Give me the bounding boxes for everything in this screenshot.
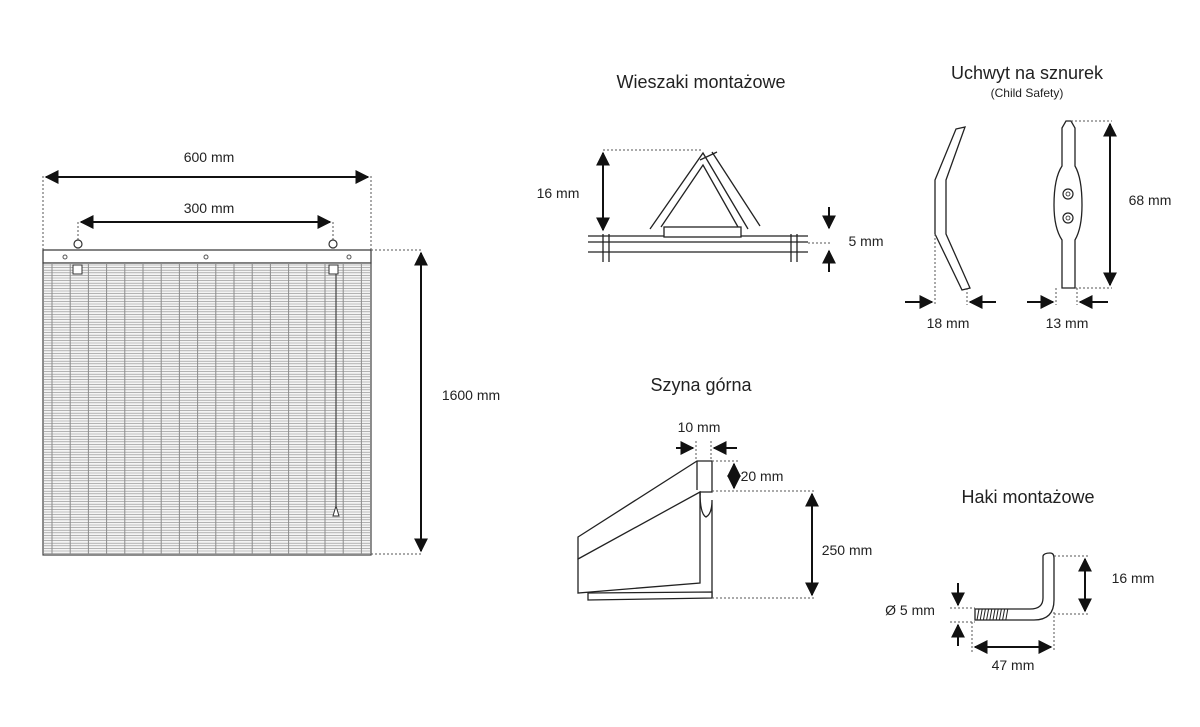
- head-rail-screw-right: [346, 254, 352, 260]
- head-rail: [42, 249, 372, 264]
- top-rail-fold: [699, 491, 713, 598]
- thread-line: [989, 608, 993, 621]
- thread-line: [979, 608, 983, 621]
- rail-thickness-label: 5 mm: [849, 233, 884, 249]
- hook-diameter-label: Ø 5 mm: [885, 602, 935, 618]
- thread-line: [1005, 608, 1009, 621]
- blind-height-label: 1600 mm: [442, 387, 500, 403]
- cleat-screw-hole-bottom-inner: [1065, 215, 1071, 221]
- hanger-triangle-top: [699, 151, 718, 161]
- slat-lines: [44, 264, 370, 554]
- cleat-height-label: 68 mm: [1129, 192, 1172, 208]
- cleat-title: Uchwyt na sznurek: [951, 63, 1104, 83]
- top-rail-lip-height-label: 20 mm: [741, 468, 784, 484]
- cleat-screw-hole-top: [1062, 188, 1074, 200]
- thread-line: [986, 608, 990, 621]
- thread-line: [1002, 608, 1006, 621]
- top-rail-front-face: [577, 490, 701, 594]
- hook-spacing-label: 300 mm: [184, 200, 235, 216]
- cleat-screw-hole-top-inner: [1065, 191, 1071, 197]
- thread-line: [998, 608, 1002, 621]
- head-rail-screw-left: [62, 254, 68, 260]
- hanger-height-label: 16 mm: [537, 185, 580, 201]
- thread-line: [976, 608, 980, 621]
- top-rail-drawing: Szyna górna 10 mm 20 mm 250 mm: [577, 375, 873, 601]
- thread-line: [995, 608, 999, 621]
- cord-lock-right: [328, 264, 339, 275]
- top-rail-title: Szyna górna: [650, 375, 752, 395]
- hanger-ring-left: [73, 239, 83, 249]
- cleat-subtitle: (Child Safety): [991, 86, 1064, 100]
- top-rail-bottom-flange: [587, 591, 713, 601]
- cleat-side-view: [934, 126, 971, 291]
- hanger-triangle-back: [711, 151, 761, 227]
- thread-line: [992, 608, 996, 621]
- hanger-base-plate: [663, 226, 742, 238]
- cord-cleat-drawing: Uchwyt na sznurek (Child Safety) 18 mm 6…: [905, 63, 1171, 331]
- cleat-front-view: [1053, 120, 1083, 289]
- hanger-triangle-inner: [660, 163, 739, 228]
- pull-cord-tassel: [332, 504, 340, 517]
- blind-drawing: 600 mm 300 mm 1600 mm: [42, 149, 500, 556]
- thread-line: [982, 608, 986, 621]
- hook-height-label: 16 mm: [1112, 570, 1155, 586]
- cleat-screw-hole-bottom: [1062, 212, 1074, 224]
- head-rail-screw-center: [203, 254, 209, 260]
- cleat-side-width-label: 18 mm: [927, 315, 970, 331]
- blind-width-label: 600 mm: [184, 149, 235, 165]
- mounting-hooks-drawing: Haki montażowe 16 mm Ø 5 mm 47 mm: [885, 487, 1154, 673]
- hanger-triangle-outer: [649, 151, 749, 230]
- hook-length-label: 47 mm: [992, 657, 1035, 673]
- top-rail-height-label: 250 mm: [822, 542, 873, 558]
- cord-lock-left: [72, 264, 83, 275]
- top-rail-lip-label: 10 mm: [678, 419, 721, 435]
- cleat-front-width-label: 13 mm: [1046, 315, 1089, 331]
- hangers-drawing: Wieszaki montażowe 16 mm 5 mm: [537, 72, 884, 272]
- hooks-title: Haki montażowe: [961, 487, 1094, 507]
- hangers-title: Wieszaki montażowe: [616, 72, 785, 92]
- hook-thread: [976, 608, 1009, 621]
- hanger-ring-right: [328, 239, 338, 249]
- hook-body: [974, 552, 1055, 621]
- vertical-threads: [51, 263, 362, 555]
